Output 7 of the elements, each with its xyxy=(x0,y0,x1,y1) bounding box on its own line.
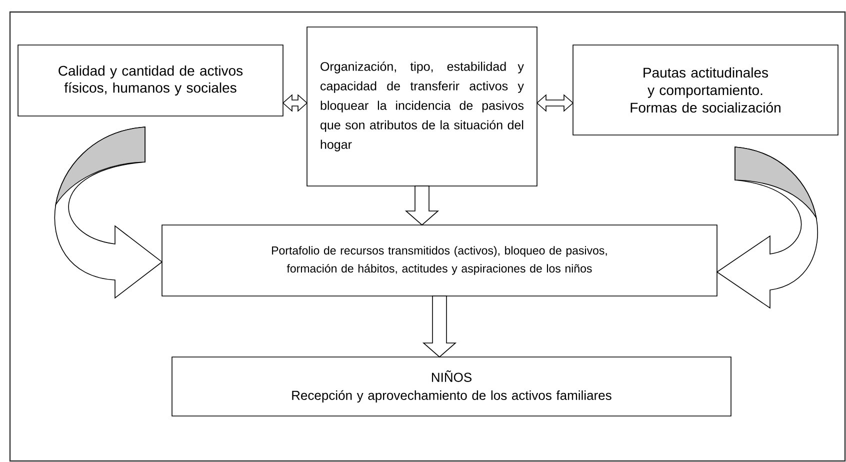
text-box: Organización, tipo, estabilidad y capacidad de transferir activos y bloquear la incidencia de pasivos que son atributos de la situación del hogar xyxy=(306,26,538,186)
text-box: Pautas actitudinales y comportamiento. Formas de socialización xyxy=(572,44,838,136)
text-box: NIÑOS Recepción y aprovechamiento de los activos familiares xyxy=(172,356,732,416)
text-box: Calidad y cantidad de activos físicos, humanos y sociales xyxy=(18,44,284,116)
block-arrow xyxy=(404,186,440,226)
text-box: Portafolio de recursos transmitidos (activos), bloqueo de pasivos, formación de hábitos, actitudes y aspiraciones de los niños xyxy=(162,224,718,296)
block-arrow xyxy=(422,296,457,358)
